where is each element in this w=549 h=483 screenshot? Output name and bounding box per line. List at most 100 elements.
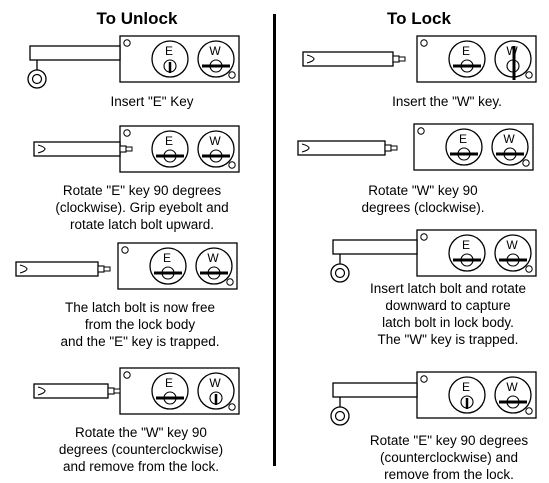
unlock-step-4-lock-e-cylinder: E <box>151 372 189 410</box>
lock-step-4-lock-screw-top <box>420 375 428 383</box>
lock-step-4-caption-line: Rotate "E" key 90 degrees <box>369 433 529 448</box>
lock-step-3-latch <box>330 239 418 283</box>
lock-step-2-latch-collar <box>384 144 392 152</box>
lock-step-3-latch-eye-inner <box>334 267 346 279</box>
unlock-step-4-lock-screw-bottom <box>228 403 236 411</box>
unlock-step-4-caption-line: Rotate the "W" key 90 <box>75 425 207 440</box>
lock-step-2-lock-e-cylinder: E <box>445 128 483 166</box>
lock-step-1-lock-screw-bottom <box>525 71 533 79</box>
unlock-step-2-latch-tip <box>125 146 133 152</box>
unlock-step-4-lock-w-cylinder-letter: W <box>209 376 221 390</box>
unlock-step-2-lock-w-cylinder-letter: W <box>209 134 221 148</box>
unlock-step-1-lock-w-cylinder-ring <box>197 40 235 78</box>
unlock-step-4-caption-line: degrees (counterclockwise) <box>58 442 224 457</box>
lock-step-2-lock-screw-bottom <box>522 159 530 167</box>
column-divider <box>273 14 276 466</box>
unlock-step-3-latch-bolt <box>15 261 99 277</box>
lock-step-1-lock-e-cylinder: E <box>448 40 486 78</box>
lock-step-3-lock-e-cylinder-ring <box>448 234 486 272</box>
lock-step-4-lock-e-cylinder: E <box>448 376 486 414</box>
unlock-step-1-lock-w-cylinder: W <box>197 40 235 78</box>
lock-step-2-caption-line: Rotate "W" key 90 <box>368 183 478 198</box>
lock-step-3-caption-line: The "W" key is trapped. <box>377 332 519 347</box>
lock-step-4-latch-bolt <box>332 382 418 398</box>
unlock-step-2-caption-line: Rotate "E" key 90 degrees <box>62 183 222 198</box>
lock-step-2-latch-tip <box>390 145 398 151</box>
lock-step-4-latch <box>330 382 418 426</box>
unlock-step-3-latch <box>15 261 111 277</box>
lock-step-2-lock-w-cylinder-ring <box>491 128 529 166</box>
lock-step-4-lock-e-cylinder-letter: E <box>462 380 470 394</box>
unlock-step-3-caption-line: and the "E" key is trapped. <box>60 334 220 349</box>
lock-step-3-lock-w-cylinder: W <box>494 234 532 272</box>
unlock-heading: To Unlock <box>96 9 178 28</box>
lock-step-3-lock-e-cylinder-letter: E <box>462 238 470 252</box>
lock-step-1-caption: Insert the "W" key. <box>327 93 549 110</box>
unlock-step-2-latch-end-view <box>37 144 46 154</box>
lock-step-3-caption-line: Insert latch bolt and rotate <box>369 281 527 296</box>
lock-heading: To Lock <box>387 9 451 28</box>
unlock-step-1-lock-screw-bottom <box>228 71 236 79</box>
unlock-step-3-lock-e-cylinder: E <box>149 247 187 285</box>
unlock-step-3-caption-line: The latch bolt is now free <box>64 300 216 315</box>
lock-step-2-lock-e-cylinder-letter: E <box>459 132 467 146</box>
lock-step-1-lock-e-cylinder-ring <box>448 40 486 78</box>
unlock-step-4-lock-e-cylinder-letter: E <box>165 376 173 390</box>
unlock-step-2-caption-line: rotate latch bolt upward. <box>69 217 215 232</box>
lock-step-1-latch-bolt <box>302 51 394 67</box>
lock-step-1-caption-line: Insert the "W" key. <box>392 94 502 109</box>
lock-step-1-lock-w-cylinder: W <box>494 40 532 80</box>
unlock-step-2-latch-bolt <box>33 141 121 157</box>
unlock-step-1-lock-w-cylinder-letter: W <box>209 44 221 58</box>
lock-step-4-lock-w-cylinder: W <box>494 376 532 414</box>
unlock-step-4-latch-collar <box>107 387 115 395</box>
unlock-step-1-lock-e-cylinder: E <box>151 40 189 78</box>
unlock-step-1-lock-e-cylinder-ring <box>151 40 189 78</box>
lock-step-1-latch-tip <box>398 56 406 62</box>
unlock-step-3-lock-screw-top <box>121 246 129 254</box>
unlock-step-4-lock-screw-top <box>123 371 131 379</box>
lock-step-4-caption: Rotate "E" key 90 degrees(counterclockwi… <box>329 432 549 483</box>
unlock-step-2-caption-line: (clockwise). Grip eyebolt and <box>55 200 229 215</box>
unlock-step-1-lock-screw-top <box>123 39 131 47</box>
lock-step-3-lock-w-cylinder-letter: W <box>506 238 518 252</box>
unlock-step-3-lock-e-cylinder-letter: E <box>163 251 171 265</box>
lock-step-2-lock-screw-top <box>417 127 425 135</box>
unlock-step-3-latch-end-view <box>19 264 28 274</box>
lock-step-2-lock-e-cylinder-ring <box>445 128 483 166</box>
unlock-step-2-lock-screw-bottom <box>228 161 236 169</box>
lock-step-4-caption-line: remove from the lock. <box>384 467 514 482</box>
unlock-step-2-lock-w-cylinder: W <box>197 130 235 168</box>
unlock-step-2-lock-e-cylinder-letter: E <box>165 134 173 148</box>
unlock-step-3-latch-collar <box>97 265 105 273</box>
lock-step-4-lock-w-cylinder-letter: W <box>506 380 518 394</box>
unlock-step-4-lock-w-cylinder-ring <box>197 372 235 410</box>
unlock-step-3-latch-tip <box>103 266 111 272</box>
lock-step-1-latch-collar <box>392 55 400 63</box>
lock-step-3-lock-screw-top <box>420 233 428 241</box>
unlock-step-1-latch-eye-outer <box>27 69 47 89</box>
unlock-step-1-lock-e-cylinder-letter: E <box>165 44 173 58</box>
lock-step-1-latch <box>302 51 406 67</box>
lock-step-3-lock-w-cylinder-ring <box>494 234 532 272</box>
unlock-step-3-lock-screw-bottom <box>226 278 234 286</box>
unlock-step-3-lock-e-cylinder-ring <box>149 247 187 285</box>
lock-step-2-latch <box>297 140 398 156</box>
unlock-step-3-lock-w-cylinder-ring <box>195 247 233 285</box>
lock-step-3-lock-screw-bottom <box>525 265 533 273</box>
lock-step-3-latch-eye-outer <box>330 263 350 283</box>
lock-step-2-caption-line: degrees (clockwise). <box>361 200 485 215</box>
lock-step-4-lock-e-cylinder-ring <box>448 376 486 414</box>
unlock-step-1-latch-eye-inner <box>31 73 43 85</box>
lock-step-3-lock-e-cylinder: E <box>448 234 486 272</box>
unlock-step-2-latch <box>33 141 133 157</box>
unlock-step-1-latch <box>27 45 121 89</box>
unlock-step-2-lock-screw-top <box>123 129 131 137</box>
unlock-step-4-lock-w-cylinder: W <box>197 372 235 410</box>
